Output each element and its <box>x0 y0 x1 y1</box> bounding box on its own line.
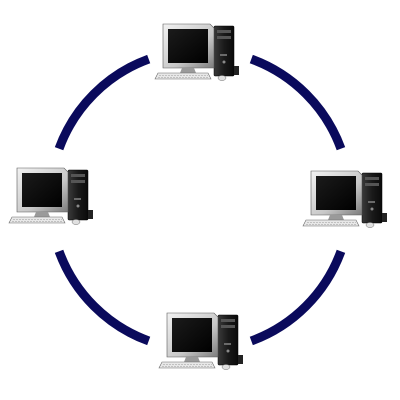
ring-arc-bottom-left <box>54 249 151 346</box>
desktop-computer-icon <box>302 170 388 228</box>
desktop-computer-icon <box>8 167 94 225</box>
node-top <box>154 23 240 81</box>
desktop-computer-icon <box>158 312 244 370</box>
ring-connection <box>54 54 346 346</box>
network-nodes <box>8 23 388 370</box>
desktop-computer-icon <box>154 23 240 81</box>
ring-arc-top-right <box>249 54 346 151</box>
ring-arc-right-bottom <box>249 249 346 346</box>
node-right <box>302 170 388 228</box>
ring-arc-left-top <box>54 54 151 151</box>
node-left <box>8 167 94 225</box>
node-bottom <box>158 312 244 370</box>
